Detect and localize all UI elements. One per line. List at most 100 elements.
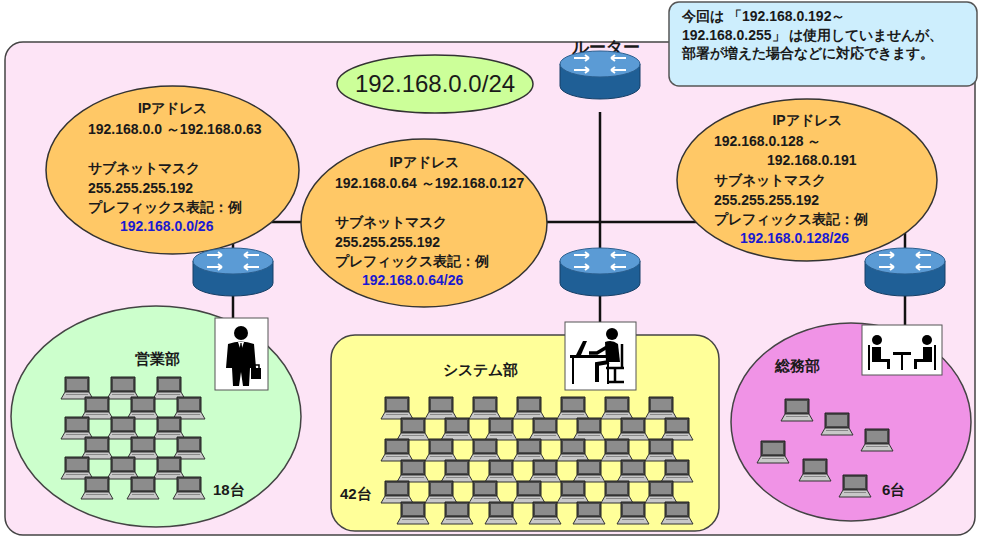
laptop-icon: [61, 377, 93, 399]
laptop-icon: [645, 439, 677, 461]
laptop-icon: [469, 397, 501, 419]
wire: [599, 112, 602, 252]
laptop-icon: [381, 481, 413, 503]
subnet-mask-holder: 255.255.255.192: [714, 191, 819, 210]
department-name: 総務部: [775, 356, 820, 375]
department-ellipse-outline: [731, 323, 971, 521]
subnet-ellipse: IPアドレス192.168.0.128 ～192.168.0.191サブネットマ…: [676, 98, 938, 262]
address-range: 192.168.0.0 ～192.168.0.63: [88, 120, 270, 139]
laptop-icon: [381, 397, 413, 419]
laptop-icon: [573, 502, 605, 524]
laptop-icon: [821, 413, 853, 435]
laptop-icon: [645, 397, 677, 419]
laptop-icon: [127, 437, 159, 459]
laptop-icon: [799, 459, 831, 481]
laptop-icon: [397, 502, 429, 524]
laptop-icon: [425, 439, 457, 461]
field-label-holder: プレフィックス表記：例: [335, 252, 489, 271]
network-ellipse-outline: [337, 55, 533, 113]
department-name-holder: 総務部: [775, 356, 820, 375]
subnet-ellipse-outline: [677, 99, 937, 261]
laptop-icon: [469, 481, 501, 503]
laptop-icon: [485, 502, 517, 524]
note-text: 今回は 「192.168.0.192～192.168.0.255」 は使用してい…: [682, 7, 944, 63]
router-icon: [560, 248, 640, 296]
network-wires: [233, 112, 905, 325]
laptop-icon: [153, 417, 185, 439]
field-label-holder: サブネットマスク: [714, 171, 826, 190]
device-count: 42台: [340, 484, 372, 503]
laptop-icon: [557, 397, 589, 419]
laptop-icon: [469, 439, 501, 461]
device-count-holder: 6台: [882, 480, 905, 499]
laptop-icon: [61, 457, 93, 479]
laptop-icon: [81, 437, 113, 459]
laptop-icon: [153, 457, 185, 479]
laptop-icon: [425, 397, 457, 419]
note-text-holder: 今回は 「192.168.0.192～192.168.0.255」 は使用してい…: [682, 7, 944, 63]
laptop-icon: [557, 439, 589, 461]
laptop-icon: [107, 457, 139, 479]
meeting-icon: [862, 325, 942, 375]
sales-laptops: [61, 377, 205, 499]
device-count: 6台: [882, 480, 905, 499]
laptop-icon: [839, 475, 871, 497]
field-label: サブネットマスク: [714, 171, 826, 190]
laptop-icon: [441, 460, 473, 482]
router-icon: [560, 51, 640, 99]
laptop-icon: [485, 460, 517, 482]
department-panel-outline: [331, 335, 719, 531]
field-label: プレフィックス表記：例: [335, 252, 489, 271]
wire: [599, 296, 602, 322]
system-laptops: [381, 397, 693, 524]
laptop-icon: [617, 502, 649, 524]
prefix-notation: 192.168.0.0/26: [120, 217, 213, 236]
subnet-ellipse-outline: [46, 86, 299, 254]
laptop-icon: [781, 399, 813, 421]
department-panel-shape: [330, 334, 720, 532]
subnet-mask: 255.255.255.192: [88, 179, 193, 198]
prefix-notation-holder: 192.168.0.128/26: [740, 229, 849, 248]
laptop-icon: [173, 397, 205, 419]
department-name: 営業部: [135, 349, 180, 368]
laptop-icon: [61, 417, 93, 439]
laptop-icon: [127, 477, 159, 499]
department-ellipse: 営業部18台: [10, 305, 302, 528]
laptop-icon: [441, 502, 473, 524]
subnet-mask: 255.255.255.192: [335, 233, 440, 252]
laptop-icon: [601, 397, 633, 419]
laptop-icon: [173, 477, 205, 499]
laptop-icon: [153, 377, 185, 399]
field-label: サブネットマスク: [335, 213, 447, 232]
field-label-holder: IPアドレス: [300, 153, 548, 172]
subnet-ellipse: IPアドレス192.168.0.64 ～192.168.0.127サブネットマス…: [300, 138, 548, 308]
laptop-icon: [485, 418, 517, 440]
laptop-icon: [107, 417, 139, 439]
laptop-icon: [127, 397, 159, 419]
subnet-mask-holder: 255.255.255.192: [88, 179, 193, 198]
laptop-icon: [617, 418, 649, 440]
field-label-holder: IPアドレス: [45, 99, 300, 118]
general-affairs-laptops: [757, 399, 893, 497]
laptop-icon: [81, 477, 113, 499]
router-label-holder: ルーター: [572, 38, 640, 58]
laptop-icon: [661, 460, 693, 482]
laptop-icon: [107, 377, 139, 399]
field-label-holder: サブネットマスク: [88, 159, 200, 178]
field-label: IPアドレス: [676, 111, 938, 130]
laptop-icon: [397, 460, 429, 482]
laptop-icon: [441, 418, 473, 440]
laptop-icon: [573, 418, 605, 440]
network-address: 192.168.0.0/24: [336, 69, 534, 99]
field-label-holder: サブネットマスク: [335, 213, 447, 232]
field-label: IPアドレス: [45, 99, 300, 118]
prefix-notation-holder: 192.168.0.0/26: [120, 217, 213, 236]
laptop-icon: [397, 418, 429, 440]
department-ellipse: 総務部 6台: [730, 322, 972, 522]
field-label: プレフィックス表記：例: [88, 198, 242, 217]
department-ellipse-shape: [730, 322, 972, 522]
desk-worker-icon: [565, 322, 636, 390]
department-ellipse-shape: [10, 305, 302, 528]
router-icon: [865, 248, 945, 296]
laptop-icon: [757, 441, 789, 463]
